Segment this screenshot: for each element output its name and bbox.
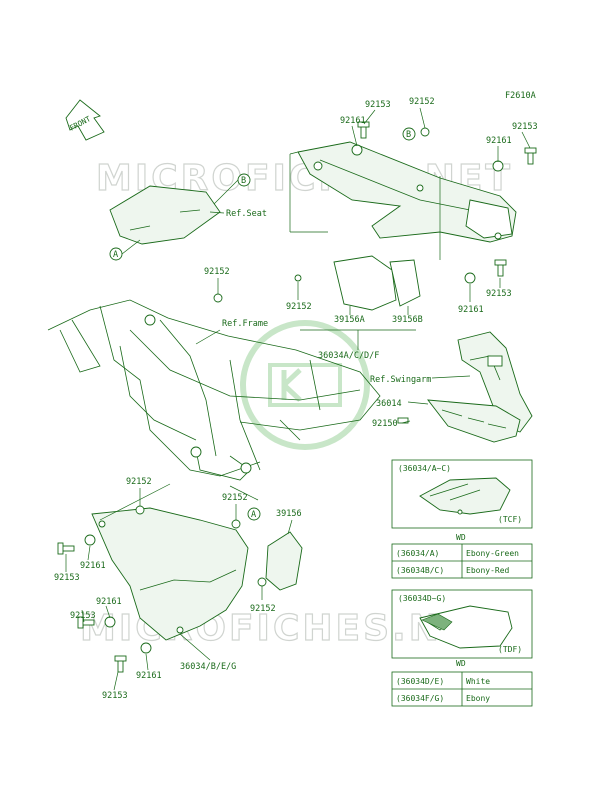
- nut-icon: [464, 272, 476, 284]
- callout-39156b: 39156B: [392, 315, 423, 325]
- nut-icon: [257, 577, 267, 587]
- variant-box-tdf: (36034D~G) (TDF): [391, 589, 533, 659]
- table-cell-color: White: [466, 677, 490, 686]
- ref-swingarm-label: Ref.Swingarm: [370, 375, 431, 385]
- callout-39156a: 39156A: [334, 315, 365, 325]
- seat-ref: [109, 185, 221, 245]
- callout-92161: 92161: [340, 116, 366, 126]
- pad-39156: [265, 531, 303, 591]
- chain-guard-36014: [427, 399, 521, 443]
- svg-text:B: B: [406, 130, 411, 140]
- svg-text:B: B: [241, 176, 246, 186]
- callout-92153: 92153: [486, 289, 512, 299]
- table-cell-part: (36034/A): [396, 549, 439, 558]
- nut-icon: [104, 616, 116, 628]
- callout-circle-b: B: [402, 127, 416, 141]
- nut-icon: [213, 293, 223, 303]
- color-table-1: (36034/A) Ebony-Green (36034B/C) Ebony-R…: [391, 543, 533, 579]
- variant-box-tcf: (36034/A~C) (TCF): [391, 459, 533, 529]
- side-cover-lower: [91, 507, 249, 641]
- callout-92161: 92161: [96, 597, 122, 607]
- svg-text:A: A: [251, 510, 256, 520]
- callout-36034acdf: 36034A/C/D/F: [318, 351, 379, 361]
- callout-36014: 36014: [376, 399, 402, 409]
- nut-icon: [231, 519, 241, 529]
- callout-92153: 92153: [102, 691, 128, 701]
- callout-39156: 39156: [276, 509, 302, 519]
- nut-icon: [84, 534, 96, 546]
- kawasaki-logo-icon: [240, 320, 370, 450]
- table-cell-part: (36034B/C): [396, 566, 444, 575]
- callout-92152: 92152: [286, 302, 312, 312]
- ref-seat-label: Ref.Seat: [226, 209, 267, 219]
- color-table-2: (36034D/E) White (36034F/G) Ebony: [391, 671, 533, 707]
- bolt-icon: [77, 616, 95, 629]
- callout-92153: 92153: [365, 100, 391, 110]
- variant-header: (36034D~G): [398, 594, 446, 603]
- callout-92152: 92152: [250, 604, 276, 614]
- callout-92153: 92153: [512, 122, 538, 132]
- table-cell-color: Ebony: [466, 694, 490, 703]
- callout-92161: 92161: [486, 136, 512, 146]
- svg-text:A: A: [113, 250, 118, 260]
- figure-code: F2610A: [505, 91, 536, 101]
- callout-circle-b: B: [237, 173, 251, 187]
- ref-frame-label: Ref.Frame: [222, 319, 268, 329]
- callout-92150: 92150: [372, 419, 398, 429]
- callout-92152: 92152: [126, 477, 152, 487]
- table-cell-color: Ebony-Green: [466, 549, 519, 558]
- callout-92152: 92152: [409, 97, 435, 107]
- tail-cover-upper: [297, 141, 517, 243]
- variant-subtitle: WD: [456, 659, 466, 668]
- front-arrow-icon: FRONT: [65, 99, 105, 141]
- nut-icon: [294, 274, 302, 282]
- variant-code: (TCF): [498, 515, 522, 524]
- bolt-icon: [114, 655, 127, 673]
- table-cell-part: (36034D/E): [396, 677, 444, 686]
- callout-circle-a: A: [247, 507, 261, 521]
- swingarm-ref: [457, 331, 533, 433]
- callout-circle-a: A: [109, 247, 123, 261]
- nut-icon: [140, 642, 152, 654]
- nut-icon: [351, 144, 363, 156]
- nut-icon: [420, 127, 430, 137]
- pad-39156b: [389, 259, 421, 307]
- bolt-icon: [57, 542, 75, 555]
- bolt-icon: [524, 147, 537, 165]
- bolt-icon: [494, 259, 507, 277]
- pad-39156a: [333, 255, 397, 311]
- callout-36034beg: 36034/B/E/G: [180, 662, 236, 672]
- table-cell-color: Ebony-Red: [466, 566, 510, 575]
- bolt-icon: [397, 417, 409, 424]
- nut-icon: [492, 160, 504, 172]
- callout-92161: 92161: [458, 305, 484, 315]
- callout-92152: 92152: [222, 493, 248, 503]
- variant-header: (36034/A~C): [398, 464, 451, 473]
- variant-code: (TDF): [498, 645, 522, 654]
- callout-92152: 92152: [204, 267, 230, 277]
- bolt-icon: [357, 121, 370, 139]
- callout-92153: 92153: [54, 573, 80, 583]
- callout-92161: 92161: [80, 561, 106, 571]
- frame-ref: [47, 299, 381, 481]
- variant-subtitle: WD: [456, 533, 466, 542]
- callout-92161: 92161: [136, 671, 162, 681]
- nut-icon: [135, 505, 145, 515]
- table-cell-part: (36034F/G): [396, 694, 444, 703]
